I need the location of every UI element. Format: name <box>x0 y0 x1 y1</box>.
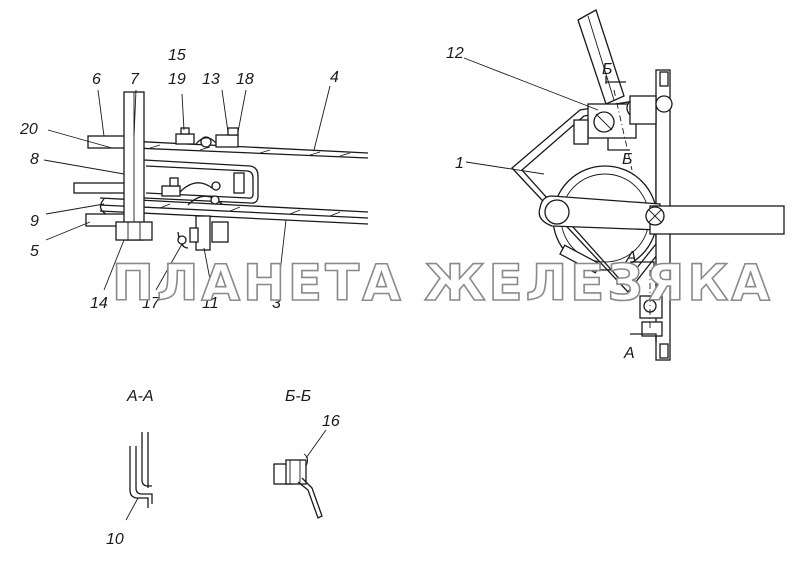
label-8: 8 <box>30 151 39 168</box>
leader-lines-left <box>43 85 331 291</box>
label-11: 11 <box>202 295 219 312</box>
lower-clamp <box>559 244 663 337</box>
middle-clip <box>161 172 245 206</box>
label-3: 3 <box>272 295 281 312</box>
section-cuts <box>605 76 657 342</box>
label-4: 4 <box>330 69 339 86</box>
lower-fasteners <box>177 215 229 251</box>
label-15: 15 <box>168 47 186 64</box>
label-17: 17 <box>142 295 161 312</box>
section-aa-view <box>125 432 153 521</box>
part-labels: 1 3 4 5 6 7 8 9 10 11 12 13 14 15 16 17 … <box>19 45 464 548</box>
label-13: 13 <box>202 71 220 88</box>
watermark: ПЛАНЕТА ЖЕЛЕЗЯКА <box>112 254 773 312</box>
bracket-frame <box>143 159 259 204</box>
label-5: 5 <box>30 243 39 260</box>
top-fasteners <box>175 127 239 148</box>
label-10: 10 <box>106 531 124 548</box>
label-12: 12 <box>446 45 464 62</box>
label-14: 14 <box>90 295 108 312</box>
slanted-rod <box>577 9 625 105</box>
section-bb-view <box>273 429 327 519</box>
section-title-aa: А-А <box>126 388 154 405</box>
section-mark-b-top: Б <box>602 61 612 78</box>
section-markers: Б Б А А А-А Б-Б <box>126 61 637 405</box>
label-7: 7 <box>130 71 140 88</box>
section-title-bb: Б-Б <box>285 388 311 405</box>
lever-arm <box>538 195 785 235</box>
lower-plate <box>99 197 369 225</box>
label-20: 20 <box>19 121 38 138</box>
label-6: 6 <box>92 71 101 88</box>
label-9: 9 <box>30 213 39 230</box>
label-18: 18 <box>236 71 254 88</box>
hook-detail <box>99 198 107 215</box>
leader-lines-right <box>463 57 599 175</box>
label-16: 16 <box>322 413 340 430</box>
section-mark-b-bottom: Б <box>622 151 632 168</box>
section-mark-a-top: А <box>625 249 637 266</box>
label-19: 19 <box>168 71 186 88</box>
vertical-bolt <box>115 91 153 241</box>
section-mark-a-bottom: А <box>623 345 635 362</box>
label-1: 1 <box>455 155 464 172</box>
left-assembly <box>73 91 369 251</box>
